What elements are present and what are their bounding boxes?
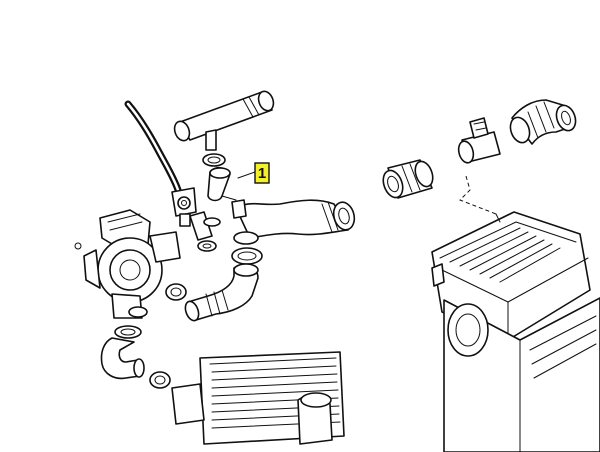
breather-hose: [124, 100, 182, 194]
intercooler: [171, 351, 345, 445]
main-upper-hose: [231, 199, 356, 245]
callout-1-label: 1: [258, 165, 266, 182]
small-elbow-hose: [207, 166, 237, 202]
air-intake-elbow: [509, 99, 577, 145]
callout-1: 1: [237, 162, 270, 184]
callout-1-box: [254, 162, 270, 184]
air-mass-sensor: [457, 117, 501, 164]
lower-bent-hose: [184, 263, 259, 322]
lower-elbow-hose: [100, 325, 145, 380]
air-filter-housing: [431, 211, 600, 452]
hose-connector-small: [189, 211, 221, 252]
intake-tube: [173, 90, 275, 151]
turbocharger: [74, 209, 181, 319]
clamp-intercooler: [149, 371, 171, 389]
clamp-lower-left: [165, 283, 187, 301]
hose-clamp-middle: [231, 247, 263, 265]
valve-fitting: [171, 187, 197, 227]
small-clamp-top: [202, 153, 226, 167]
assembly-guide-line: [459, 175, 497, 215]
connecting-sleeve: [382, 159, 434, 199]
